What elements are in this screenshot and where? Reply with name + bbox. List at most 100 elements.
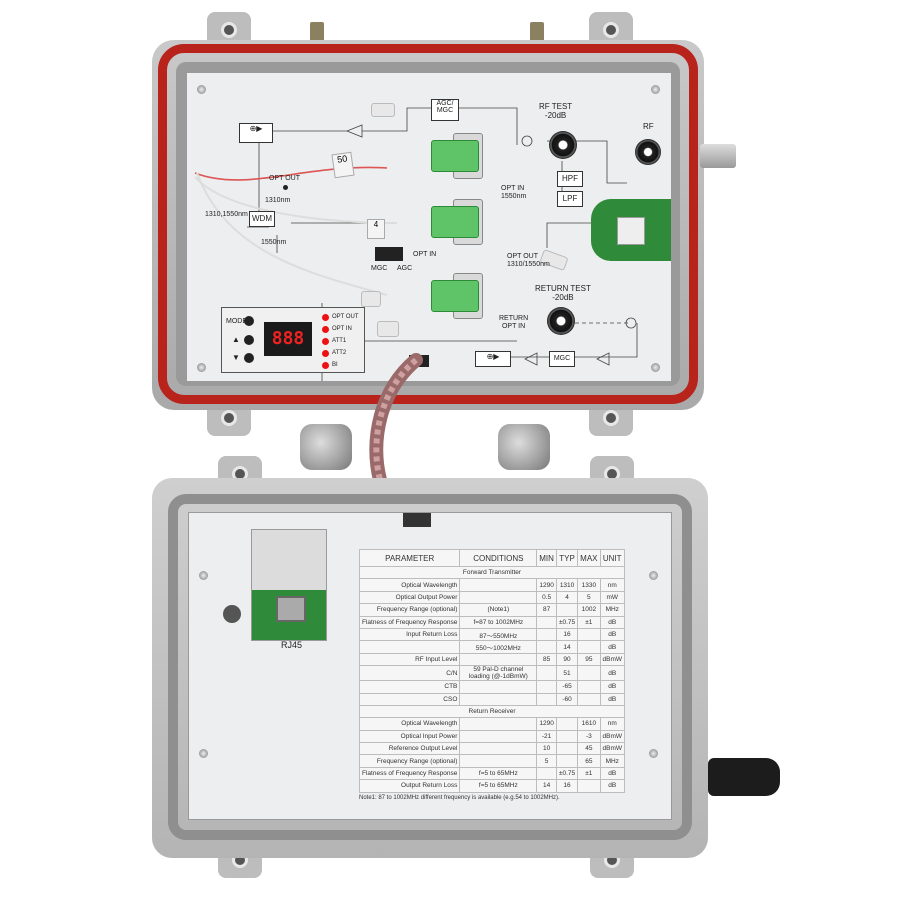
agc-switch-label: AGC	[397, 265, 413, 272]
spec-cell: 14	[555, 640, 579, 654]
spec-cell	[555, 742, 579, 756]
rf-pcb-module	[591, 199, 671, 261]
spec-cell: Frequency Range (optional)	[358, 603, 461, 617]
cable-clip	[371, 103, 395, 117]
down-label: ▼	[232, 353, 240, 362]
spec-cell	[555, 717, 579, 731]
hinge	[300, 424, 352, 470]
spec-cell: f=5 to 65MHz	[459, 766, 538, 781]
spec-cell	[555, 603, 579, 617]
opt-in-1550-label: OPT IN 1550nm	[501, 185, 527, 200]
spec-cell: 1310	[555, 578, 579, 592]
spec-cell: ±1	[577, 615, 601, 629]
spec-cell	[459, 754, 538, 768]
opt-out-label: OPT OUT	[269, 175, 300, 182]
spec-cell: -21	[536, 729, 557, 744]
circuit-panel: ⊕▶ AGC/ MGC RF TEST -20dB RF OPT OUT 131…	[186, 72, 672, 382]
down-button[interactable]	[244, 353, 254, 363]
section-title: Forward Transmitter	[359, 565, 625, 580]
sc-apc-connector-return[interactable]	[431, 280, 479, 312]
spec-cell: mW	[599, 590, 625, 605]
header-parameter: PARAMETER	[358, 549, 461, 567]
spec-cell: 550～1002MHz	[459, 640, 538, 654]
rf-test-label: RF TEST -20dB	[539, 102, 573, 120]
spec-cell: Output Return Loss	[358, 779, 461, 793]
spec-cell: CTB	[358, 680, 461, 694]
spec-cell: f=87 to 1002MHz	[459, 615, 538, 629]
spec-table: PARAMETER CONDITIONS MIN TYP MAX UNIT Fo…	[358, 549, 625, 793]
spec-cell: dB	[599, 779, 625, 793]
spec-cell: 87	[536, 603, 557, 617]
led-opt-out	[322, 314, 329, 321]
return-test-port[interactable]	[547, 307, 575, 335]
spec-cell: 1330	[577, 578, 601, 592]
spec-cell: dBmW	[599, 742, 625, 756]
spec-cell	[577, 665, 601, 682]
spec-cell	[555, 754, 579, 768]
header-max: MAX	[577, 549, 601, 567]
led-label: OPT OUT	[332, 314, 359, 320]
spec-cell: Flatness of Frequency Response	[358, 615, 461, 629]
wdm-1550-label: 1550nm	[261, 239, 287, 246]
mode-button[interactable]	[244, 316, 254, 326]
top-bolt	[530, 22, 544, 44]
spec-cell: 51	[555, 665, 579, 682]
spec-cell: dB	[599, 680, 625, 694]
hinge	[498, 424, 550, 470]
spec-cell: ±1	[577, 766, 601, 781]
spec-cell: nm	[599, 717, 625, 731]
spec-cell: Input Return Loss	[358, 627, 461, 642]
spec-cell: 65	[577, 754, 601, 768]
spec-cell: 1610	[577, 717, 601, 731]
cable-clip	[377, 321, 399, 337]
cable-notch	[403, 513, 431, 527]
spec-cell: dB	[599, 692, 625, 706]
spec-cell: 14	[536, 779, 557, 793]
spec-cell: Reference Output Level	[358, 742, 461, 756]
spec-cell: Flatness of Frequency Response	[358, 766, 461, 781]
spec-note: Note1: 87 to 1002MHz different frequency…	[359, 795, 560, 801]
spec-cell: 16	[555, 779, 579, 793]
header-conditions: CONDITIONS	[459, 549, 538, 567]
spec-cell: dB	[599, 615, 625, 629]
return-opt-in-label: RETURN OPT IN	[499, 315, 529, 330]
spec-cell: CSO	[358, 692, 461, 706]
up-label: ▲	[232, 335, 240, 344]
opt-in-switch-label: OPT IN	[413, 251, 437, 258]
rj45-window	[251, 529, 327, 641]
rj45-port[interactable]	[276, 596, 306, 622]
rj45-label: RJ45	[281, 640, 303, 650]
wdm-1310-label: 1310nm	[265, 197, 291, 204]
hpf-block: HPF	[557, 171, 583, 187]
spec-cell: dB	[599, 640, 625, 654]
spec-cell	[536, 766, 557, 781]
spec-cell	[536, 627, 557, 642]
rf-test-port[interactable]	[549, 131, 577, 159]
spec-cell: MHz	[599, 603, 625, 617]
up-button[interactable]	[244, 335, 254, 345]
spec-cell: 16	[555, 627, 579, 642]
spec-header-row: PARAMETER CONDITIONS MIN TYP MAX UNIT	[358, 549, 625, 567]
agc-mgc-switch[interactable]	[375, 247, 403, 261]
wdm-block: WDM	[249, 211, 275, 227]
spec-row: CTB -65 dB	[358, 680, 625, 694]
spec-cell	[358, 640, 461, 654]
sc-apc-connector-opt-in[interactable]	[431, 206, 479, 238]
spec-cell	[459, 692, 538, 706]
spec-cell: dBmW	[599, 729, 625, 744]
spec-cell: -65	[555, 680, 579, 694]
rf-port-connector[interactable]	[700, 144, 736, 168]
base-gasket	[168, 494, 692, 840]
spec-cell: 5	[536, 754, 557, 768]
section-title: Return Receiver	[359, 704, 625, 719]
spec-cell: Optical Input Power	[358, 729, 461, 744]
rf-input-port[interactable]	[635, 139, 661, 165]
sc-apc-connector-opt-out[interactable]	[431, 140, 479, 172]
led-att2	[322, 350, 329, 357]
